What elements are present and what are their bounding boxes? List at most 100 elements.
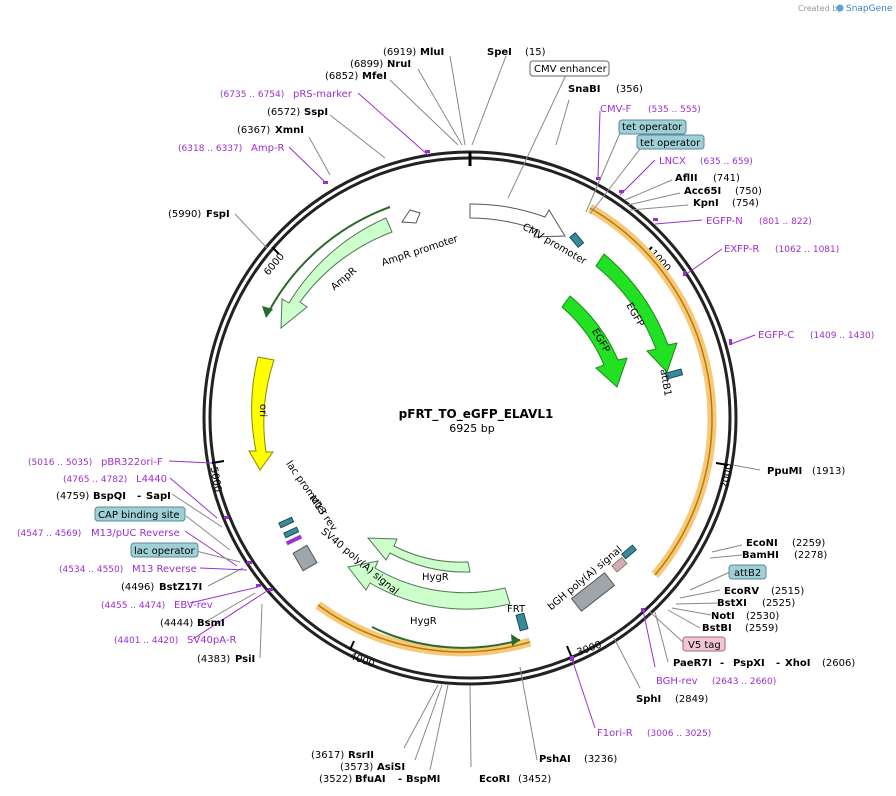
primer-prs-marker[interactable]: pRS-marker (293, 89, 353, 100)
ampr-promoter-arrow[interactable] (401, 209, 421, 224)
ori-arrow[interactable] (248, 356, 275, 471)
enzyme-bamhi[interactable]: BamHI (742, 550, 779, 561)
pos-econi: (2259) (792, 538, 825, 549)
enzyme-xmni[interactable]: XmnI (275, 125, 304, 136)
pos-fspi: (5990) (168, 209, 201, 220)
primer-pos-pbr: (5016 .. 5035) (28, 458, 92, 468)
enzyme-spei[interactable]: SpeI (487, 47, 512, 58)
tick-2000: 2000 (720, 463, 735, 490)
primer-leaders (168, 92, 756, 729)
enzyme-bstz17i[interactable]: BstZ17I (159, 582, 202, 593)
enzyme-labels: (6919) MluI SpeI (15) (6899) NruI (6852)… (56, 47, 855, 785)
enzyme-snabi[interactable]: SnaBI (568, 84, 600, 95)
enzyme-ecorv[interactable]: EcoRV (724, 586, 759, 597)
lac-operator-box[interactable] (130, 542, 199, 558)
tet-operator-box-2[interactable] (636, 134, 705, 150)
tick-4000: 4000 (348, 651, 376, 670)
boxed-labels: CMV enhancer tet operator tet operator a… (94, 60, 767, 652)
enzyme-asisi[interactable]: AsiSI (377, 762, 405, 773)
enzyme-ecori[interactable]: EcoRI (479, 774, 510, 785)
bgh-polya-box[interactable] (570, 572, 616, 612)
enzyme-bspmi[interactable]: BspMI (406, 774, 440, 785)
primer-pbr322ori-f[interactable]: pBR322ori-F (101, 457, 163, 468)
primer-bgh-rev[interactable]: BGH-rev (656, 676, 698, 687)
attb1-label: attB1 (657, 368, 673, 397)
hygr-inner-arrow[interactable] (366, 537, 471, 573)
enzyme-leaders (171, 55, 761, 771)
plasmid-name: pFRT_TO_eGFP_ELAVL1 (399, 407, 554, 422)
enzyme-bstbi[interactable]: BstBI (702, 623, 732, 634)
enzyme-bsmi[interactable]: BsmI (197, 618, 225, 629)
v5-tag-mark (611, 556, 628, 573)
enzyme-ppumi[interactable]: PpuMI (767, 466, 802, 477)
hygr-band-arrowhead (511, 634, 520, 646)
enzyme-pspxi[interactable]: PspXI (733, 658, 765, 669)
enzyme-bfuai[interactable]: BfuAI (355, 774, 386, 785)
cmv-enhancer-box[interactable] (529, 60, 610, 77)
enzyme-xhoi[interactable]: XhoI (785, 658, 810, 669)
tick-5000: 5000 (208, 466, 223, 493)
cmv-promoter-arrow[interactable] (469, 203, 566, 238)
attb1-mark (664, 368, 684, 380)
primer-l4440[interactable]: L4440 (136, 474, 167, 485)
svg-text:-: - (137, 491, 141, 502)
enzyme-mfei[interactable]: MfeI (362, 71, 387, 82)
enzyme-sapi[interactable]: SapI (146, 491, 171, 502)
enzyme-sspi[interactable]: SspI (304, 107, 328, 118)
enzyme-psii[interactable]: PsiI (235, 654, 255, 665)
egfp-outer-arrow[interactable] (595, 253, 678, 373)
primer-f1ori-r[interactable]: F1ori-R (597, 728, 633, 739)
enzyme-mlui[interactable]: MluI (420, 47, 444, 58)
ampr-promoter-label: AmpR promoter (380, 234, 460, 269)
primer-pos-exfpr: (1062 .. 1081) (775, 245, 839, 255)
pos-bamhi: (2278) (794, 550, 827, 561)
frt-label: FRT (507, 604, 526, 615)
enzyme-aflii[interactable]: AflII (675, 173, 698, 184)
enzyme-noti[interactable]: NotI (711, 611, 735, 622)
credit-created-by: Created by (798, 4, 842, 13)
hygr-outer-arrow[interactable] (347, 560, 511, 610)
pos-bstz17i: (4496) (121, 582, 154, 593)
enzyme-kpni[interactable]: KpnI (693, 198, 719, 209)
enzyme-econi[interactable]: EcoNI (746, 538, 778, 549)
enzyme-sphi[interactable]: SphI (636, 694, 661, 705)
enzyme-bspqi[interactable]: BspQI (93, 491, 126, 502)
primer-egfp-n[interactable]: EGFP-N (706, 216, 743, 227)
primer-m13-puc-reverse[interactable]: M13/pUC Reverse (91, 528, 180, 539)
pos-xhoi: (2606) (822, 658, 855, 669)
tet-operator-box-1[interactable] (618, 119, 687, 135)
enzyme-bstxi[interactable]: BstXI (717, 598, 747, 609)
primer-sv40pa-r[interactable]: SV40pA-R (187, 635, 236, 646)
enzyme-fspi[interactable]: FspI (206, 209, 230, 220)
egfp-inner-arrow[interactable] (561, 295, 628, 388)
primer-marks (224, 150, 732, 661)
cap-binding-site-box[interactable] (94, 506, 186, 522)
sv40-polya-box[interactable] (292, 544, 318, 572)
attb2-box[interactable] (728, 564, 767, 580)
primer-m13-reverse[interactable]: M13 Reverse (132, 564, 197, 575)
attb2-mark (621, 544, 637, 560)
primer-ebv-rev[interactable]: EBV-rev (174, 600, 213, 611)
pos-bstxi: (2525) (762, 598, 795, 609)
primer-exfp-r[interactable]: EXFP-R (724, 244, 759, 255)
enzyme-rsrii[interactable]: RsrII (348, 750, 374, 761)
primer-pos-egfpc: (1409 .. 1430) (810, 331, 874, 341)
primer-amp-r[interactable]: Amp-R (251, 143, 285, 154)
pos-bfuai: (3522) (319, 774, 352, 785)
v5-tag-box[interactable] (682, 636, 726, 652)
pos-psii: (4383) (197, 654, 230, 665)
enzyme-nrui[interactable]: NruI (387, 59, 411, 70)
v5-tag-label: V5 tag (688, 640, 721, 651)
pos-aflii: (741) (713, 173, 740, 184)
primer-lncx[interactable]: LNCX (659, 156, 686, 167)
ampr-arrow[interactable] (280, 217, 393, 330)
enzyme-acc65i[interactable]: Acc65I (684, 186, 721, 197)
enzyme-pshai[interactable]: PshAI (539, 754, 571, 765)
primer-cmv-f[interactable]: CMV-F (600, 104, 631, 115)
primer-egfp-c[interactable]: EGFP-C (758, 330, 794, 341)
frt-mark (515, 612, 529, 632)
enzyme-paer7i[interactable]: PaeR7I (673, 658, 712, 669)
primer-pos-egfpn: (801 .. 822) (759, 217, 812, 227)
snapgene-logo-icon (836, 4, 844, 12)
